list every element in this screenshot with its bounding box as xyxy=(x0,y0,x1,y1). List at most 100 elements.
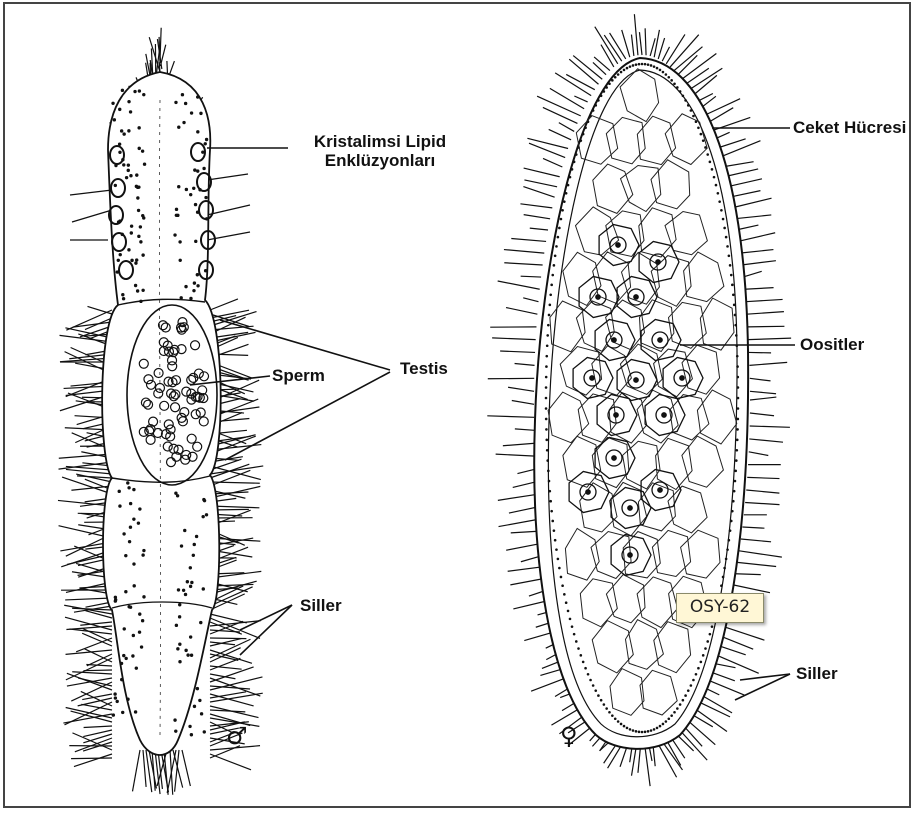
wall-granule xyxy=(632,729,635,732)
granule xyxy=(130,259,133,262)
cilium xyxy=(750,397,776,400)
wall-granule xyxy=(600,699,603,702)
wall-granule xyxy=(706,640,709,643)
wall-granule xyxy=(575,153,578,156)
cilium xyxy=(645,745,650,786)
wall-granule xyxy=(551,274,554,277)
granule xyxy=(143,163,146,166)
wall-granule xyxy=(597,694,600,697)
wall-granule xyxy=(584,667,587,670)
wall-granule xyxy=(603,703,606,706)
granule xyxy=(190,111,193,114)
granule xyxy=(129,110,132,113)
wall-granule xyxy=(720,209,723,212)
wall-granule xyxy=(713,176,716,179)
granule xyxy=(139,225,142,228)
wall-granule xyxy=(641,731,644,734)
granule xyxy=(142,595,145,598)
wall-granule xyxy=(546,334,549,337)
granule xyxy=(133,584,136,587)
granule xyxy=(174,101,177,104)
granule xyxy=(190,581,193,584)
wall-granule xyxy=(662,71,665,74)
granule xyxy=(130,224,133,227)
granule xyxy=(136,196,139,199)
cilium xyxy=(721,636,753,649)
cilium xyxy=(662,47,669,61)
granule xyxy=(121,158,124,161)
granule xyxy=(112,713,115,716)
cilium xyxy=(498,281,540,289)
granule xyxy=(189,193,192,196)
wall-granule xyxy=(553,264,556,267)
wall-granule xyxy=(545,428,548,431)
granule xyxy=(189,297,192,300)
cilium xyxy=(739,551,782,557)
granule xyxy=(202,498,205,501)
tooltip: OSY-62 xyxy=(676,593,764,623)
granule xyxy=(193,281,196,284)
wall-granule xyxy=(644,731,647,734)
wall-granule xyxy=(706,153,709,156)
cilium xyxy=(66,658,112,680)
wall-granule xyxy=(548,314,551,317)
cilium xyxy=(66,466,112,470)
wall-granule xyxy=(647,730,650,733)
cilium xyxy=(66,469,112,474)
wall-granule xyxy=(608,711,611,714)
wall-granule xyxy=(735,334,738,337)
granule xyxy=(120,662,123,665)
granule xyxy=(181,93,184,96)
granule xyxy=(195,535,198,538)
cilium xyxy=(84,726,112,728)
wall-granule xyxy=(737,418,740,421)
granule xyxy=(198,699,201,702)
granule xyxy=(178,615,181,618)
wall-granule xyxy=(711,625,714,628)
granule xyxy=(114,164,117,167)
cilium xyxy=(498,494,538,500)
wall-granule xyxy=(659,69,662,72)
wall-granule xyxy=(718,200,721,203)
cilium xyxy=(594,57,610,71)
cilium xyxy=(710,117,750,131)
wall-granule xyxy=(697,126,700,129)
granule xyxy=(129,502,132,505)
oocyte-nucleolus xyxy=(680,376,684,380)
wall-granule xyxy=(653,728,656,731)
granule xyxy=(192,289,195,292)
lipid-label-line1: Kristalimsi Lipid xyxy=(288,132,472,151)
cilium xyxy=(559,123,574,132)
granule xyxy=(199,112,202,115)
wall-granule xyxy=(650,729,653,732)
granule xyxy=(185,188,188,191)
granule xyxy=(131,654,134,657)
granule xyxy=(189,585,192,588)
wall-granule xyxy=(592,109,595,112)
granule xyxy=(137,209,140,212)
granule xyxy=(134,284,137,287)
granule xyxy=(127,100,130,103)
cilium xyxy=(504,250,544,254)
wall-granule xyxy=(722,218,725,221)
wall-granule xyxy=(725,236,728,239)
wall-granule xyxy=(647,63,650,66)
granule xyxy=(141,149,144,152)
granule xyxy=(142,93,145,96)
wall-granule xyxy=(608,82,611,85)
wall-granule xyxy=(560,576,563,579)
wall-granule xyxy=(735,459,738,462)
wall-granule xyxy=(732,500,735,503)
wall-granule xyxy=(734,324,737,327)
granule xyxy=(139,300,142,303)
granule xyxy=(133,90,136,93)
oocyte-nucleolus xyxy=(658,338,662,342)
wall-granule xyxy=(545,365,548,368)
wall-granule xyxy=(644,63,647,66)
granule xyxy=(196,687,199,690)
wall-granule xyxy=(682,699,685,702)
granule xyxy=(141,619,144,622)
granule xyxy=(176,494,179,497)
oocyte-nucleolus xyxy=(612,338,616,342)
cilium xyxy=(639,32,642,55)
